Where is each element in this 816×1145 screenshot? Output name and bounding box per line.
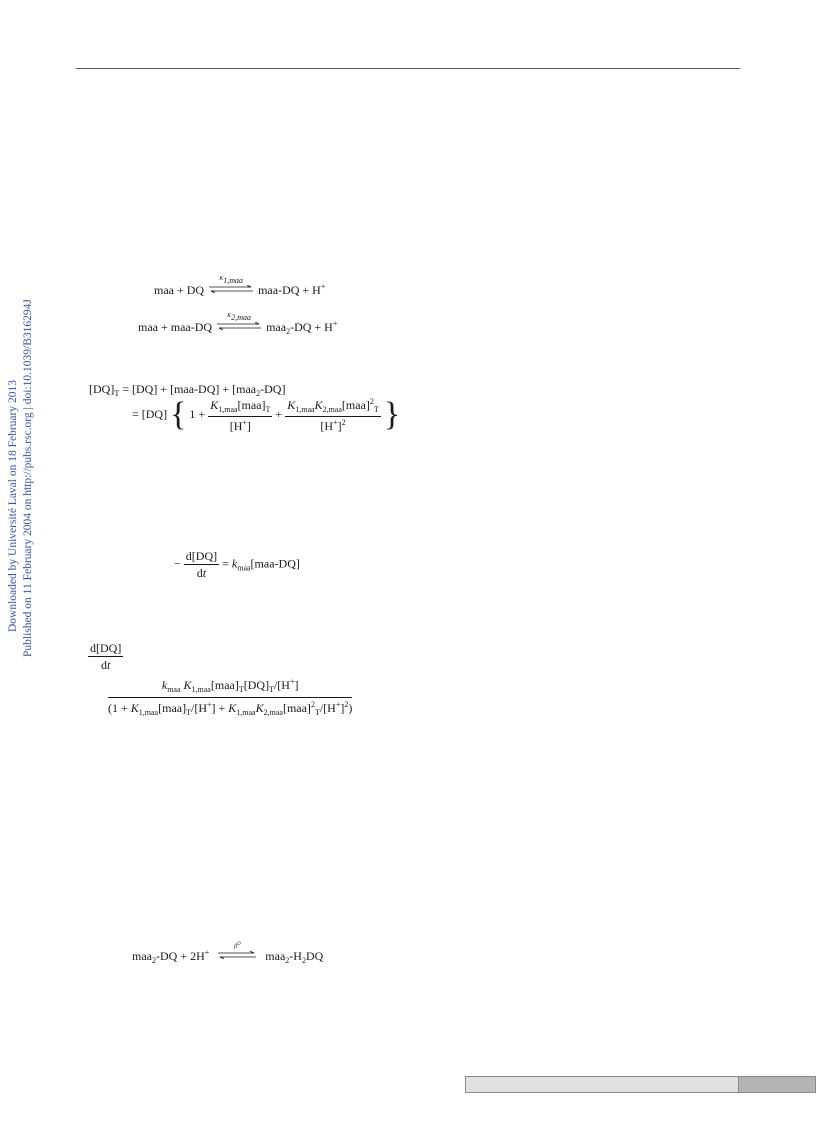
eq3-fraction-1: K1,maa[maa]T [H+] — [208, 397, 273, 433]
equation-6: maa2-DQ + 2H+ βD maa2-H2DQ — [132, 942, 324, 965]
equation-3-line-2: = [DQ] { 1 + K1,maa[maa]T [H+] + K1,maaK… — [132, 396, 401, 433]
equation-3-line-1: [DQ]T = [DQ] + [maa-DQ] + [maa2-DQ] — [89, 382, 286, 398]
header-rule — [76, 68, 740, 69]
equilibrium-arrows-icon: βD — [218, 942, 257, 961]
eq3-fraction-2: K1,maaK2,maa[maa]2T [H+]2 — [285, 397, 381, 433]
download-notice: Downloaded by Université Laval on 18 Feb… — [7, 380, 19, 632]
eq1-constant: K1,maa — [219, 276, 243, 285]
eq5-partial-fraction: d[DQ] dt — [88, 641, 124, 672]
equilibrium-arrows-icon: K1,maa — [209, 276, 254, 295]
eq2-left: maa + maa-DQ — [138, 320, 213, 334]
equation-4: − d[DQ] dt = kmaa[maa-DQ] — [174, 549, 300, 580]
eq5-fraction: kmaa K1,maa[maa]T[DQ]T/[H+] (1 + K1,maa[… — [108, 677, 353, 717]
eq6-constant: βD — [233, 942, 241, 950]
equation-2: maa + maa-DQ K2,maa maa2-DQ + H+ — [138, 313, 338, 336]
eq2-constant: K2,maa — [227, 313, 251, 322]
equation-5-lhs: d[DQ] dt — [88, 641, 124, 672]
publication-notice: Published on 11 February 2004 on http://… — [22, 299, 34, 657]
footer-bar-accent — [738, 1077, 815, 1092]
right-brace-icon: } — [383, 396, 401, 433]
footer-bar — [465, 1076, 816, 1093]
equation-1: maa + DQ K1,maa maa-DQ + H+ — [154, 276, 326, 297]
left-brace-icon: { — [170, 396, 187, 433]
equilibrium-arrows-icon: K2,maa — [217, 313, 262, 332]
equation-5-rhs: kmaa K1,maa[maa]T[DQ]T/[H+] (1 + K1,maa[… — [108, 677, 353, 717]
eq1-right: maa-DQ + H — [258, 283, 321, 297]
eq4-fraction: d[DQ] dt — [183, 549, 220, 580]
eq1-left: maa + DQ — [154, 283, 205, 297]
eq2-right: maa — [266, 320, 287, 334]
